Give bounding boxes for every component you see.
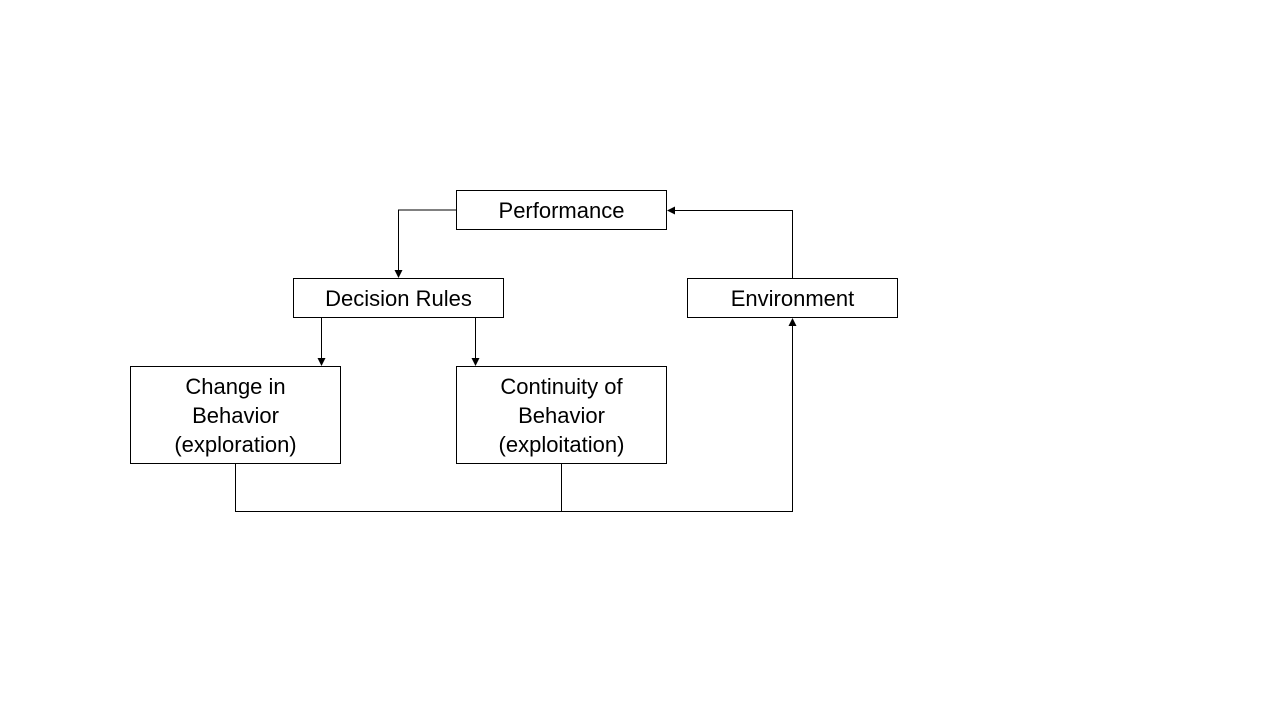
edge-environment-to-performance	[667, 206, 793, 278]
node-label-line-1: Continuity of	[500, 373, 623, 399]
node-label-line-2: Behavior	[518, 402, 605, 428]
node-label-line-3: (exploration)	[174, 431, 297, 457]
edge-continuity-to-environment	[561, 318, 797, 512]
node-continuity-of-behavior: Continuity of Behavior (exploitation)	[456, 366, 667, 464]
node-label-line-3: (exploitation)	[498, 431, 625, 457]
node-performance: Performance	[456, 190, 667, 230]
node-label: Performance	[498, 197, 625, 223]
node-label: Decision Rules	[325, 285, 472, 311]
node-label-line-2: Behavior	[192, 402, 279, 428]
node-change-in-behavior: Change in Behavior (exploration)	[130, 366, 341, 464]
node-label-line-1: Change in	[185, 373, 286, 399]
edge-change-to-bus	[235, 464, 562, 512]
node-decision-rules: Decision Rules	[293, 278, 504, 318]
edge-performance-to-decision-rules	[394, 209, 456, 278]
node-environment: Environment	[687, 278, 898, 318]
node-label: Environment	[730, 285, 855, 311]
